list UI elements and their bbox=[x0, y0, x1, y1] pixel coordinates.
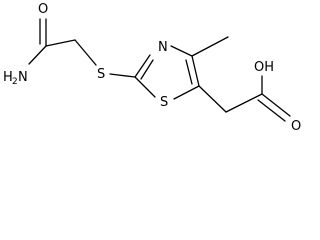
atom-amide-nitrogen-sub: 2 bbox=[12, 77, 18, 87]
atom-ring-nitrogen: N bbox=[158, 40, 168, 55]
bond-c4-c5-1 bbox=[191, 55, 200, 87]
bond-s-c2 bbox=[109, 73, 136, 78]
bond-c4-methyl bbox=[191, 36, 229, 57]
bond-amide-cn bbox=[28, 45, 47, 65]
bond-ch2-s bbox=[74, 39, 97, 66]
bond-ch2-cooh bbox=[225, 93, 263, 113]
atom-amide-nitrogen: N bbox=[18, 70, 28, 85]
bond-c2-n-1 bbox=[134, 54, 151, 78]
bond-c-o-2 bbox=[257, 99, 286, 122]
bond-s-c2-ring bbox=[134, 76, 156, 98]
bond-c4-c5-2 bbox=[185, 59, 193, 85]
atom-hydroxyl: OH bbox=[254, 60, 274, 75]
bond-c2-n-2 bbox=[140, 59, 154, 80]
bond-c5-s bbox=[173, 85, 200, 100]
bond-n-c4 bbox=[170, 45, 193, 57]
molecule-canvas: O H 2 N S N S OH O bbox=[3, 2, 301, 134]
atom-labels: O H 2 N S N S OH O bbox=[3, 2, 301, 134]
atom-thioether-sulfur: S bbox=[97, 67, 105, 82]
bond-c-o-1 bbox=[261, 93, 291, 117]
atom-acid-oxygen: O bbox=[291, 119, 301, 134]
atom-ring-sulfur: S bbox=[160, 95, 168, 110]
bonds bbox=[28, 18, 291, 122]
bond-c5-ch2 bbox=[198, 85, 227, 113]
bond-amide-ch2 bbox=[45, 39, 76, 47]
molecule-structure: O H 2 N S N S OH O bbox=[3, 2, 301, 134]
atom-amide-oxygen: O bbox=[38, 2, 48, 17]
atom-amide-nitrogen-h: H bbox=[3, 70, 13, 85]
